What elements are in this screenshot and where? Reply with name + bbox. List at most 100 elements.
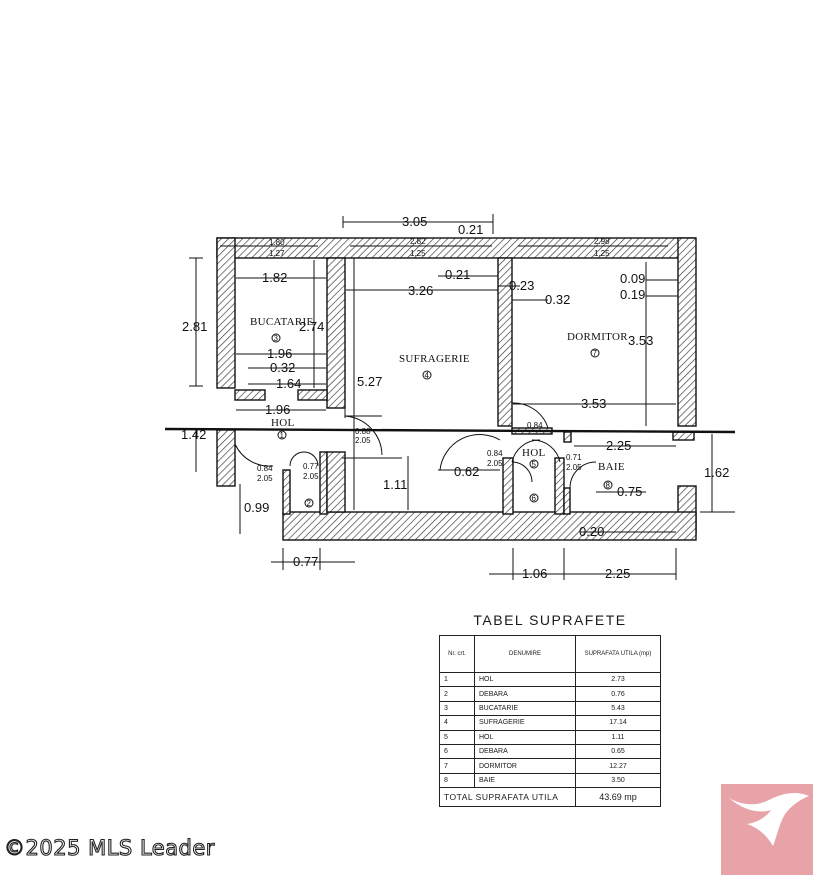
dim-label: 0.20 xyxy=(579,524,604,539)
dim-label: 1.06 xyxy=(522,566,547,581)
dim-label: 3.05 xyxy=(402,214,427,229)
room-name: DORMITOR xyxy=(567,331,628,343)
dim-label: 1.42 xyxy=(181,427,206,442)
dim-label: 1.27 xyxy=(269,249,285,258)
floor-plan-drawing: 3.05 0.21 1.80 1.27 2.82 1.25 2.98 1.25 … xyxy=(164,214,736,581)
dim-label: 0.21 xyxy=(445,267,470,282)
door-label: 0.84 xyxy=(527,421,543,430)
row-name: HOL xyxy=(474,729,576,745)
dim-label: 3.53 xyxy=(628,333,653,348)
dim-label: 1.62 xyxy=(704,465,729,480)
room-name: HOL xyxy=(522,447,546,459)
door-labels: 0.84 0.84 2.05 0.77 2.05 0.88 2.05 0.84 … xyxy=(257,421,582,483)
row-area: 2.73 xyxy=(575,671,661,688)
dim-label: 1.11 xyxy=(383,477,407,492)
dim-label: 2.74 xyxy=(299,319,324,334)
section-line xyxy=(164,427,736,434)
dim-label: 3.53 xyxy=(581,396,606,411)
area-table: TABEL SUPRAFETE Nr. crt. DENUMIRE SUPRAF… xyxy=(439,612,661,808)
room-number: 4 xyxy=(425,371,430,380)
door-label: 0.84 xyxy=(257,464,273,473)
dim-label: 2.25 xyxy=(605,566,630,581)
row-name: DORMITOR xyxy=(474,758,576,774)
room-number: 3 xyxy=(274,334,279,343)
dim-label: 2.81 xyxy=(182,319,207,334)
dim-label: 0.19 xyxy=(620,287,645,302)
row-name: BAIE xyxy=(474,772,576,789)
door-label: 2.05 xyxy=(487,459,503,468)
room-number: 8 xyxy=(606,481,611,490)
dim-label: 1.80 xyxy=(269,238,285,247)
row-area: 17.14 xyxy=(575,715,661,731)
dim-label: 5.27 xyxy=(357,374,382,389)
row-name: DEBARA xyxy=(474,686,576,702)
row-area: 12.27 xyxy=(575,758,661,774)
dim-label: 0.75 xyxy=(617,484,642,499)
row-area: 1.11 xyxy=(575,729,661,745)
row-number: 1 xyxy=(439,671,475,688)
watermark-text: ©2025 MLS Leader xyxy=(3,835,215,860)
dim-label: 3.26 xyxy=(408,283,433,298)
room-number: 7 xyxy=(593,349,598,358)
dimension-labels: 3.05 0.21 1.80 1.27 2.82 1.25 2.98 1.25 … xyxy=(181,214,729,581)
row-number: 3 xyxy=(439,700,475,717)
dim-label: 2.98 xyxy=(594,237,610,246)
row-number: 8 xyxy=(439,772,475,789)
row-number: 6 xyxy=(439,743,475,760)
room-number: 1 xyxy=(280,431,285,440)
walls xyxy=(216,237,697,541)
row-area: 0.76 xyxy=(575,686,661,702)
door-label: 2.05 xyxy=(355,436,371,445)
total-value: 43.69 mp xyxy=(575,787,661,808)
dim-label: 1.96 xyxy=(265,402,290,417)
dim-label: 0.99 xyxy=(244,500,269,515)
room-name: BAIE xyxy=(598,461,625,473)
door-label: 2.05 xyxy=(303,472,319,481)
row-name: BUCATARIE xyxy=(474,700,576,717)
row-number: 2 xyxy=(439,686,475,702)
room-name: BUCATARIE xyxy=(250,316,314,328)
wall-lines xyxy=(235,257,678,540)
table-title: TABEL SUPRAFETE xyxy=(473,612,627,628)
header-suprafata: SUPRAFATA UTILA (mp) xyxy=(575,635,661,673)
header-denumire: DENUMIRE xyxy=(474,635,576,673)
row-number: 5 xyxy=(439,729,475,745)
header-nr: Nr. crt. xyxy=(439,635,475,673)
mls-leader-logo-icon xyxy=(721,784,813,875)
dim-label: 0.32 xyxy=(270,360,295,375)
row-name: SUFRAGERIE xyxy=(474,715,576,731)
room-number: 6 xyxy=(532,494,537,503)
room-name: HOL xyxy=(271,417,295,429)
row-number: 4 xyxy=(439,715,475,731)
door-label: 0.71 xyxy=(566,453,582,462)
door-label: 2.05 xyxy=(257,474,273,483)
total-row: TOTAL SUPRAFATA UTILA 43.69 mp xyxy=(439,787,661,808)
table-header-row: Nr. crt. DENUMIRE SUPRAFATA UTILA (mp) xyxy=(439,635,661,673)
dim-label: 0.09 xyxy=(620,271,645,286)
total-label: TOTAL SUPRAFATA UTILA xyxy=(439,787,576,808)
dim-label: 0.62 xyxy=(454,464,479,479)
row-number: 7 xyxy=(439,758,475,774)
row-area: 5.43 xyxy=(575,700,661,717)
dim-label: 0.77 xyxy=(293,554,318,569)
room-name: SUFRAGERIE xyxy=(399,353,470,365)
dim-label: 0.23 xyxy=(509,278,534,293)
dimension-lines xyxy=(189,214,735,580)
dim-label: 1.64 xyxy=(276,376,301,391)
dim-label: 1.25 xyxy=(594,249,610,258)
dim-label: 1.25 xyxy=(410,249,426,258)
dim-label: 2.25 xyxy=(606,438,631,453)
door-label: 0.84 xyxy=(487,449,503,458)
row-name: DEBARA xyxy=(474,743,576,760)
room-labels: BUCATARIE 3 SUFRAGERIE 4 DORMITOR 7 HOL … xyxy=(250,316,628,508)
door-label: 2.05 xyxy=(566,463,582,472)
door-label: 0.88 xyxy=(355,427,371,436)
door-label: 0.77 xyxy=(303,462,319,471)
